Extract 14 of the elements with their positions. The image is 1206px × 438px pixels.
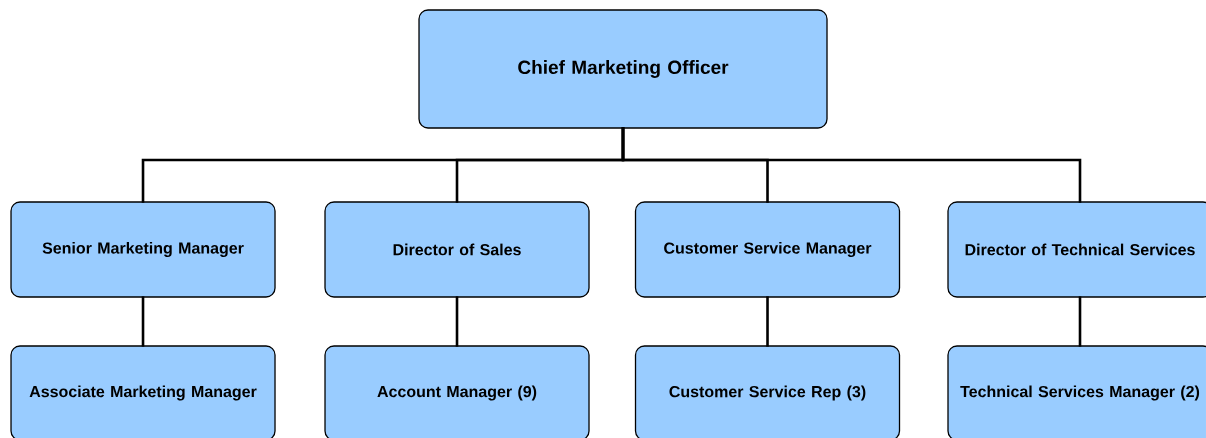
role-box: Chief Marketing Officer: [418, 9, 828, 129]
role-box: Director of Sales: [324, 201, 590, 298]
role-box: Director of Technical Services: [947, 201, 1206, 298]
role-box: Associate Marketing Manager: [10, 345, 276, 438]
connector-line: [1078, 296, 1082, 347]
connector-line: [766, 296, 769, 347]
role-box: Account Manager (9): [324, 345, 590, 438]
role-box: Senior Marketing Manager: [10, 201, 276, 298]
role-box: Technical Services Manager (2): [947, 345, 1206, 438]
connector-line: [141, 296, 145, 347]
role-box: Customer Service Rep (3): [634, 345, 901, 438]
connector-line: [621, 127, 1082, 203]
connector-line: [455, 296, 459, 347]
role-box: Customer Service Manager: [634, 201, 901, 298]
